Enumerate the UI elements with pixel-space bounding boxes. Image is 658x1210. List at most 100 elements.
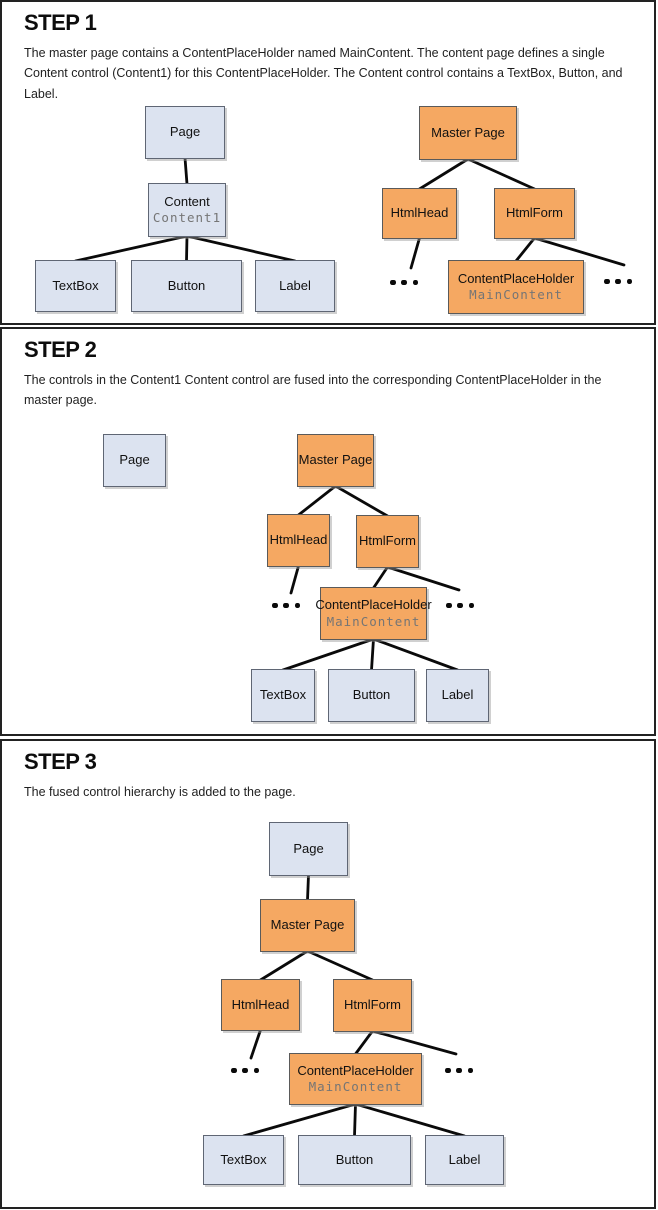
edge-cph-button bbox=[370, 637, 375, 672]
edge-htmlform-cph bbox=[372, 565, 389, 590]
node-sublabel: MainContent bbox=[469, 287, 563, 302]
step2-description: The controls in the Content1 Content con… bbox=[24, 373, 602, 408]
edge-master-htmlhead bbox=[259, 949, 309, 982]
ellipsis-dot bbox=[231, 1067, 237, 1074]
step2-text-block: STEP 2 The controls in the Content1 Cont… bbox=[2, 329, 654, 411]
step1-text-block: STEP 1 The master page contains a Conten… bbox=[2, 2, 654, 104]
node-label: Master Page bbox=[270, 917, 345, 933]
step1-node-htmlform: HtmlForm bbox=[494, 188, 575, 239]
step3-title: STEP 3 bbox=[24, 749, 97, 774]
edge-page-master bbox=[306, 873, 310, 902]
edge-htmlform-cph bbox=[354, 1029, 374, 1056]
ellipsis-dot bbox=[456, 1067, 462, 1074]
step1-ellipsis-right-icon bbox=[604, 278, 632, 285]
ellipsis-dot bbox=[446, 602, 452, 609]
step2-node-master: Master Page bbox=[297, 434, 374, 487]
ellipsis-dot bbox=[283, 602, 289, 609]
step1-panel: STEP 1 The master page contains a Conten… bbox=[0, 0, 656, 325]
step2-node-button: Button bbox=[328, 669, 415, 722]
step1-node-button: Button bbox=[131, 260, 242, 312]
ellipsis-dot bbox=[272, 602, 278, 609]
step3-node-label: Label bbox=[425, 1135, 504, 1185]
step3-text-block: STEP 3 The fused control hierarchy is ad… bbox=[2, 741, 654, 802]
edge-master-htmlhead bbox=[418, 157, 470, 191]
step3-connector-lines bbox=[242, 873, 466, 1138]
edge-htmlhead-ellipsis-left bbox=[409, 236, 421, 270]
step2-node-textbox: TextBox bbox=[251, 669, 315, 722]
ellipsis-dot bbox=[242, 1067, 248, 1074]
node-label: Button bbox=[352, 687, 391, 703]
node-label: HtmlForm bbox=[358, 533, 417, 549]
ellipsis-dot bbox=[412, 279, 418, 286]
ellipsis-dot bbox=[457, 602, 463, 609]
step3-panel: STEP 3 The fused control hierarchy is ad… bbox=[0, 739, 656, 1209]
ellipsis-dot bbox=[401, 279, 407, 286]
node-label: Master Page bbox=[298, 452, 373, 468]
node-label: Page bbox=[119, 452, 150, 468]
edge-cph-button bbox=[353, 1102, 357, 1138]
step3-description: The fused control hierarchy is added to … bbox=[24, 785, 296, 799]
step2-ellipsis-left-icon bbox=[272, 602, 300, 609]
step1-node-page: Page bbox=[145, 106, 225, 159]
ellipsis-dot bbox=[626, 278, 632, 285]
step3-node-button: Button bbox=[298, 1135, 411, 1185]
edge-content-textbox bbox=[74, 234, 189, 263]
step1-node-htmlhead: HtmlHead bbox=[382, 188, 457, 239]
ellipsis-dot bbox=[467, 1067, 473, 1074]
ellipsis-dot bbox=[468, 602, 474, 609]
step3-node-textbox: TextBox bbox=[203, 1135, 284, 1185]
edge-cph-textbox bbox=[281, 637, 375, 672]
node-sublabel: Content1 bbox=[152, 210, 222, 225]
edge-master-htmlform bbox=[306, 949, 374, 982]
edge-cph-label bbox=[372, 637, 459, 672]
node-label: TextBox bbox=[259, 687, 307, 703]
ellipsis-dot bbox=[604, 278, 610, 285]
node-label: Label bbox=[279, 277, 311, 293]
step3-node-htmlhead: HtmlHead bbox=[221, 979, 300, 1031]
node-label: TextBox bbox=[220, 1151, 267, 1167]
step1-ellipsis-left-icon bbox=[390, 279, 418, 286]
node-label: HtmlHead bbox=[390, 205, 449, 221]
node-label: Button bbox=[167, 277, 206, 293]
edge-htmlhead-ellipsis-left bbox=[249, 1028, 262, 1060]
ellipsis-dot bbox=[390, 279, 396, 286]
edge-master-htmlform bbox=[334, 484, 389, 518]
node-label: ContentPlaceHolder bbox=[297, 1062, 414, 1078]
step2-node-label: Label bbox=[426, 669, 489, 722]
ellipsis-dot bbox=[294, 602, 300, 609]
step3-node-page: Page bbox=[269, 822, 348, 876]
node-label: ContentPlaceHolder bbox=[315, 597, 432, 613]
edge-content-label bbox=[185, 234, 297, 263]
node-label: Content bbox=[164, 193, 210, 209]
ellipsis-dot bbox=[253, 1067, 259, 1074]
edge-htmlform-ellipsis-right bbox=[371, 1029, 458, 1056]
step1-connector-lines bbox=[74, 156, 626, 270]
edge-htmlform-cph bbox=[514, 236, 536, 263]
node-label: Label bbox=[441, 687, 474, 703]
edge-page-content bbox=[183, 156, 189, 186]
step2-node-htmlform: HtmlForm bbox=[356, 515, 419, 568]
edge-htmlhead-ellipsis-left bbox=[289, 564, 300, 595]
step2-ellipsis-right-icon bbox=[446, 602, 474, 609]
node-label: HtmlHead bbox=[269, 532, 328, 548]
node-sublabel: MainContent bbox=[308, 1079, 403, 1094]
step3-node-master: Master Page bbox=[260, 899, 355, 952]
step2-node-page: Page bbox=[103, 434, 166, 487]
node-label: Label bbox=[448, 1151, 481, 1167]
step2-connector-lines bbox=[281, 484, 461, 672]
edge-cph-label bbox=[354, 1102, 466, 1138]
edge-master-htmlhead bbox=[297, 484, 337, 517]
node-sublabel: MainContent bbox=[326, 613, 421, 629]
step2-node-htmlhead: HtmlHead bbox=[267, 514, 330, 567]
node-label: HtmlHead bbox=[231, 996, 290, 1012]
node-label: Master Page bbox=[431, 124, 505, 140]
edge-master-htmlform bbox=[466, 157, 536, 191]
step1-node-label: Label bbox=[255, 260, 335, 312]
